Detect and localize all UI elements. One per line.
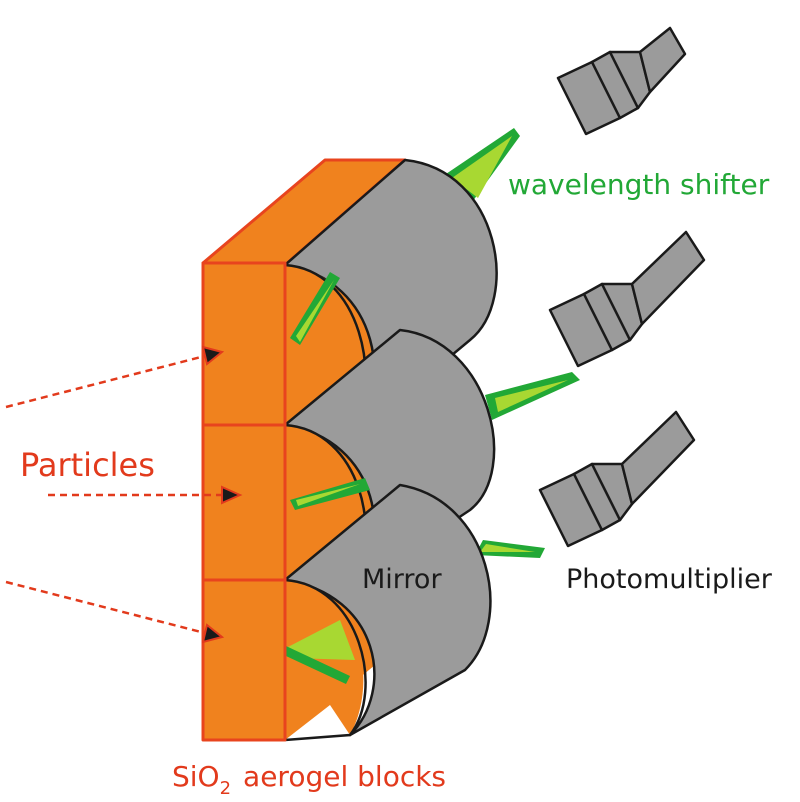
aerogel-label: SiO2 aerogel blocks (172, 760, 446, 799)
aerogel-label-subscript: 2 (220, 778, 231, 799)
particle-arrowheads (201, 345, 243, 644)
aerogel-front (201, 261, 287, 742)
wavelength-shifter-bottom (475, 540, 545, 558)
arrowhead-bottom (201, 623, 225, 644)
mirror-label: Mirror (362, 564, 442, 595)
arrowhead-top (201, 345, 225, 366)
aerogel-block-bottom (201, 578, 287, 742)
photomultiplier-middle (548, 230, 706, 368)
wavelength-shifter-inner-middle (290, 478, 370, 510)
pmt-bottom-neck (620, 410, 696, 506)
particle-tracks (5, 354, 225, 635)
aerogel-block-middle (201, 423, 287, 582)
particle-track-bottom (5, 580, 206, 635)
aerogel-label-prefix: SiO (172, 760, 220, 793)
aerogel-label-suffix: aerogel blocks (243, 760, 446, 793)
arrowhead-middle (221, 485, 243, 505)
wavelength-shifter-inner-top (290, 272, 340, 345)
pmt-middle-neck (630, 230, 706, 326)
pmt-top-neck (638, 26, 687, 94)
particle-track-top (5, 354, 206, 409)
aerogel-block-top (201, 261, 287, 427)
photomultiplier-label: Photomultiplier (566, 564, 773, 595)
photomultiplier-bottom (538, 410, 696, 548)
wavelength-shifter-inner-bottom (286, 620, 355, 684)
wavelength-shifter-middle (485, 372, 580, 420)
photomultiplier-top (556, 26, 687, 136)
mirror-segment-bottom (283, 483, 492, 742)
particles-label: Particles (20, 446, 155, 484)
wavelength-shifter-label: wavelength shifter (508, 168, 770, 201)
